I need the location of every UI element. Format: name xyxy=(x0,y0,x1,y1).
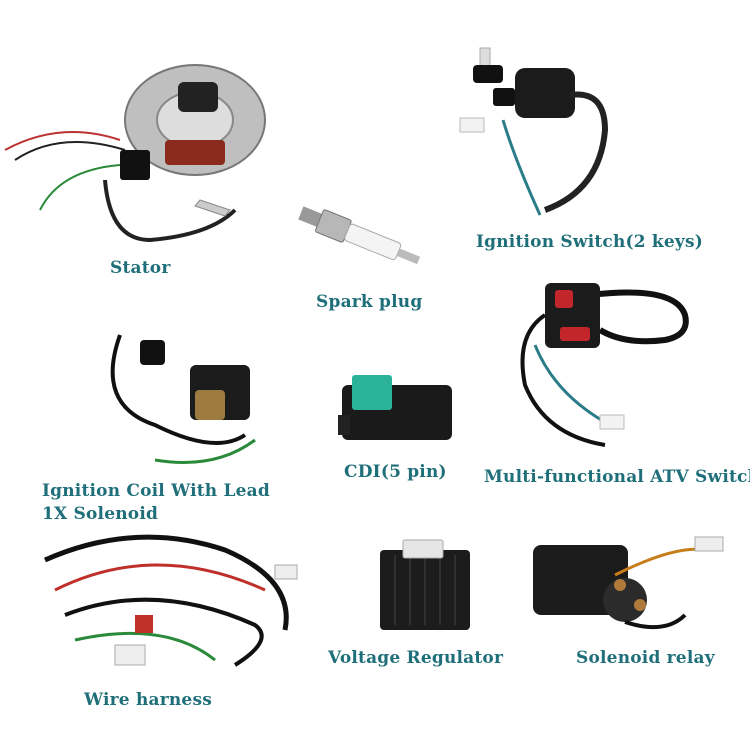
cdi-label: CDI(5 pin) xyxy=(344,462,447,482)
stator-label: Stator xyxy=(110,258,171,278)
atv-switch-label: Multi-functional ATV Switch xyxy=(484,467,750,487)
cdi-image xyxy=(338,375,452,440)
atv-switch-image xyxy=(520,283,689,447)
ignition-switch-image xyxy=(459,47,609,216)
solenoid-note-label: 1X Solenoid xyxy=(42,504,159,524)
ignition-switch-label: Ignition Switch(2 keys) xyxy=(476,232,703,252)
ignition-coil-label: Ignition Coil With Lead xyxy=(42,481,270,501)
wire-harness-image xyxy=(43,534,298,667)
solenoid-relay-label: Solenoid relay xyxy=(576,648,715,668)
voltage-regulator-image xyxy=(380,539,470,630)
voltage-regulator-label: Voltage Regulator xyxy=(328,648,504,668)
ignition-coil-image xyxy=(110,334,256,464)
spark-plug-image xyxy=(298,206,421,265)
wire-harness-label: Wire harness xyxy=(84,690,212,710)
stator-image xyxy=(4,64,266,243)
spark-plug-label: Spark plug xyxy=(316,292,423,312)
solenoid-relay-image xyxy=(533,536,724,630)
